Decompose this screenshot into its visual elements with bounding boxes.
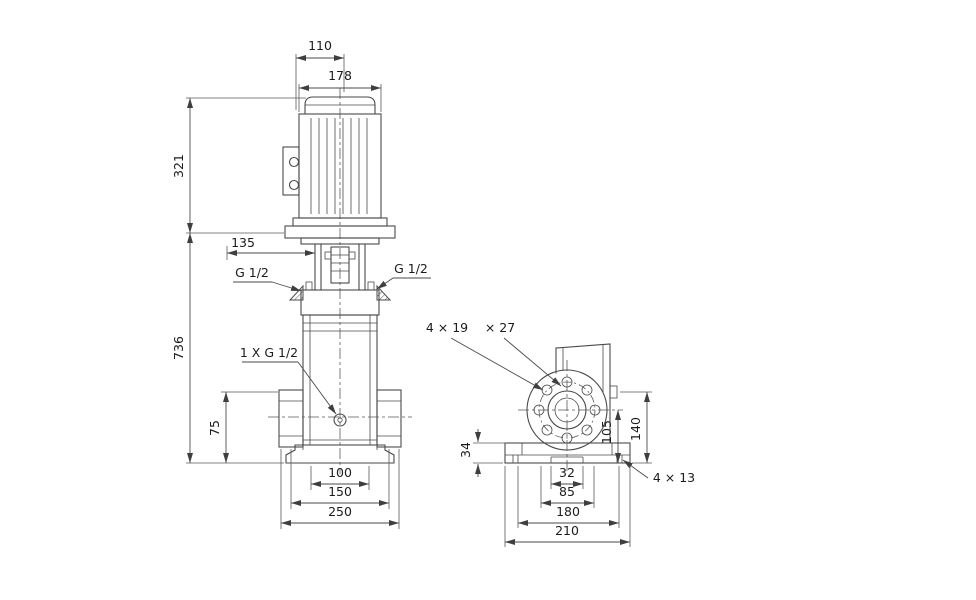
terminal-box — [282, 146, 300, 196]
bolt-circle — [538, 381, 596, 439]
motor-fins — [310, 118, 368, 214]
drain-plug — [333, 413, 347, 427]
pump-base-side — [504, 442, 631, 464]
dim-34-label: 34 — [458, 442, 473, 458]
dim-135-label: 135 — [231, 235, 255, 250]
motor — [282, 96, 396, 245]
base-holes-label: 4 × 13 — [653, 470, 695, 485]
coupling-section — [314, 243, 366, 291]
dim-210-label: 210 — [555, 523, 579, 538]
dim-105-label: 105 — [599, 420, 614, 444]
front-view — [268, 88, 412, 474]
drain-port-label: 1 X G 1/2 — [240, 345, 298, 360]
pipe-flanges — [268, 389, 412, 448]
dim-110-label: 110 — [308, 38, 332, 53]
dim-321-label: 321 — [171, 154, 186, 178]
flange-holes-label: 4 × 19 — [426, 320, 468, 335]
port-boss-right — [376, 284, 392, 301]
dim-32-label: 32 — [559, 465, 575, 480]
port-right-label: G 1/2 — [394, 261, 428, 276]
dim-178-label: 178 — [328, 68, 352, 83]
plug-boss — [609, 385, 618, 399]
side-view — [504, 343, 631, 472]
dim-250-label: 250 — [328, 504, 352, 519]
dim-150-label: 150 — [328, 484, 352, 499]
dim-140-label: 140 — [628, 417, 643, 441]
flange-counterbore-label: × 27 — [485, 320, 515, 335]
pump-base-front — [285, 444, 395, 464]
front-dimensions: 110 178 321 736 135 G 1/2 G 1/2 — [171, 38, 431, 529]
side-dimensions: 4 × 19 × 27 34 105 140 4 × 13 — [426, 320, 695, 547]
dim-85-label: 85 — [559, 484, 575, 499]
port-left-label: G 1/2 — [235, 265, 269, 280]
dim-100-label: 100 — [328, 465, 352, 480]
dim-75-label: 75 — [207, 420, 222, 436]
dim-180-label: 180 — [556, 504, 580, 519]
pump-column-side — [555, 343, 618, 444]
dim-736-label: 736 — [171, 336, 186, 360]
